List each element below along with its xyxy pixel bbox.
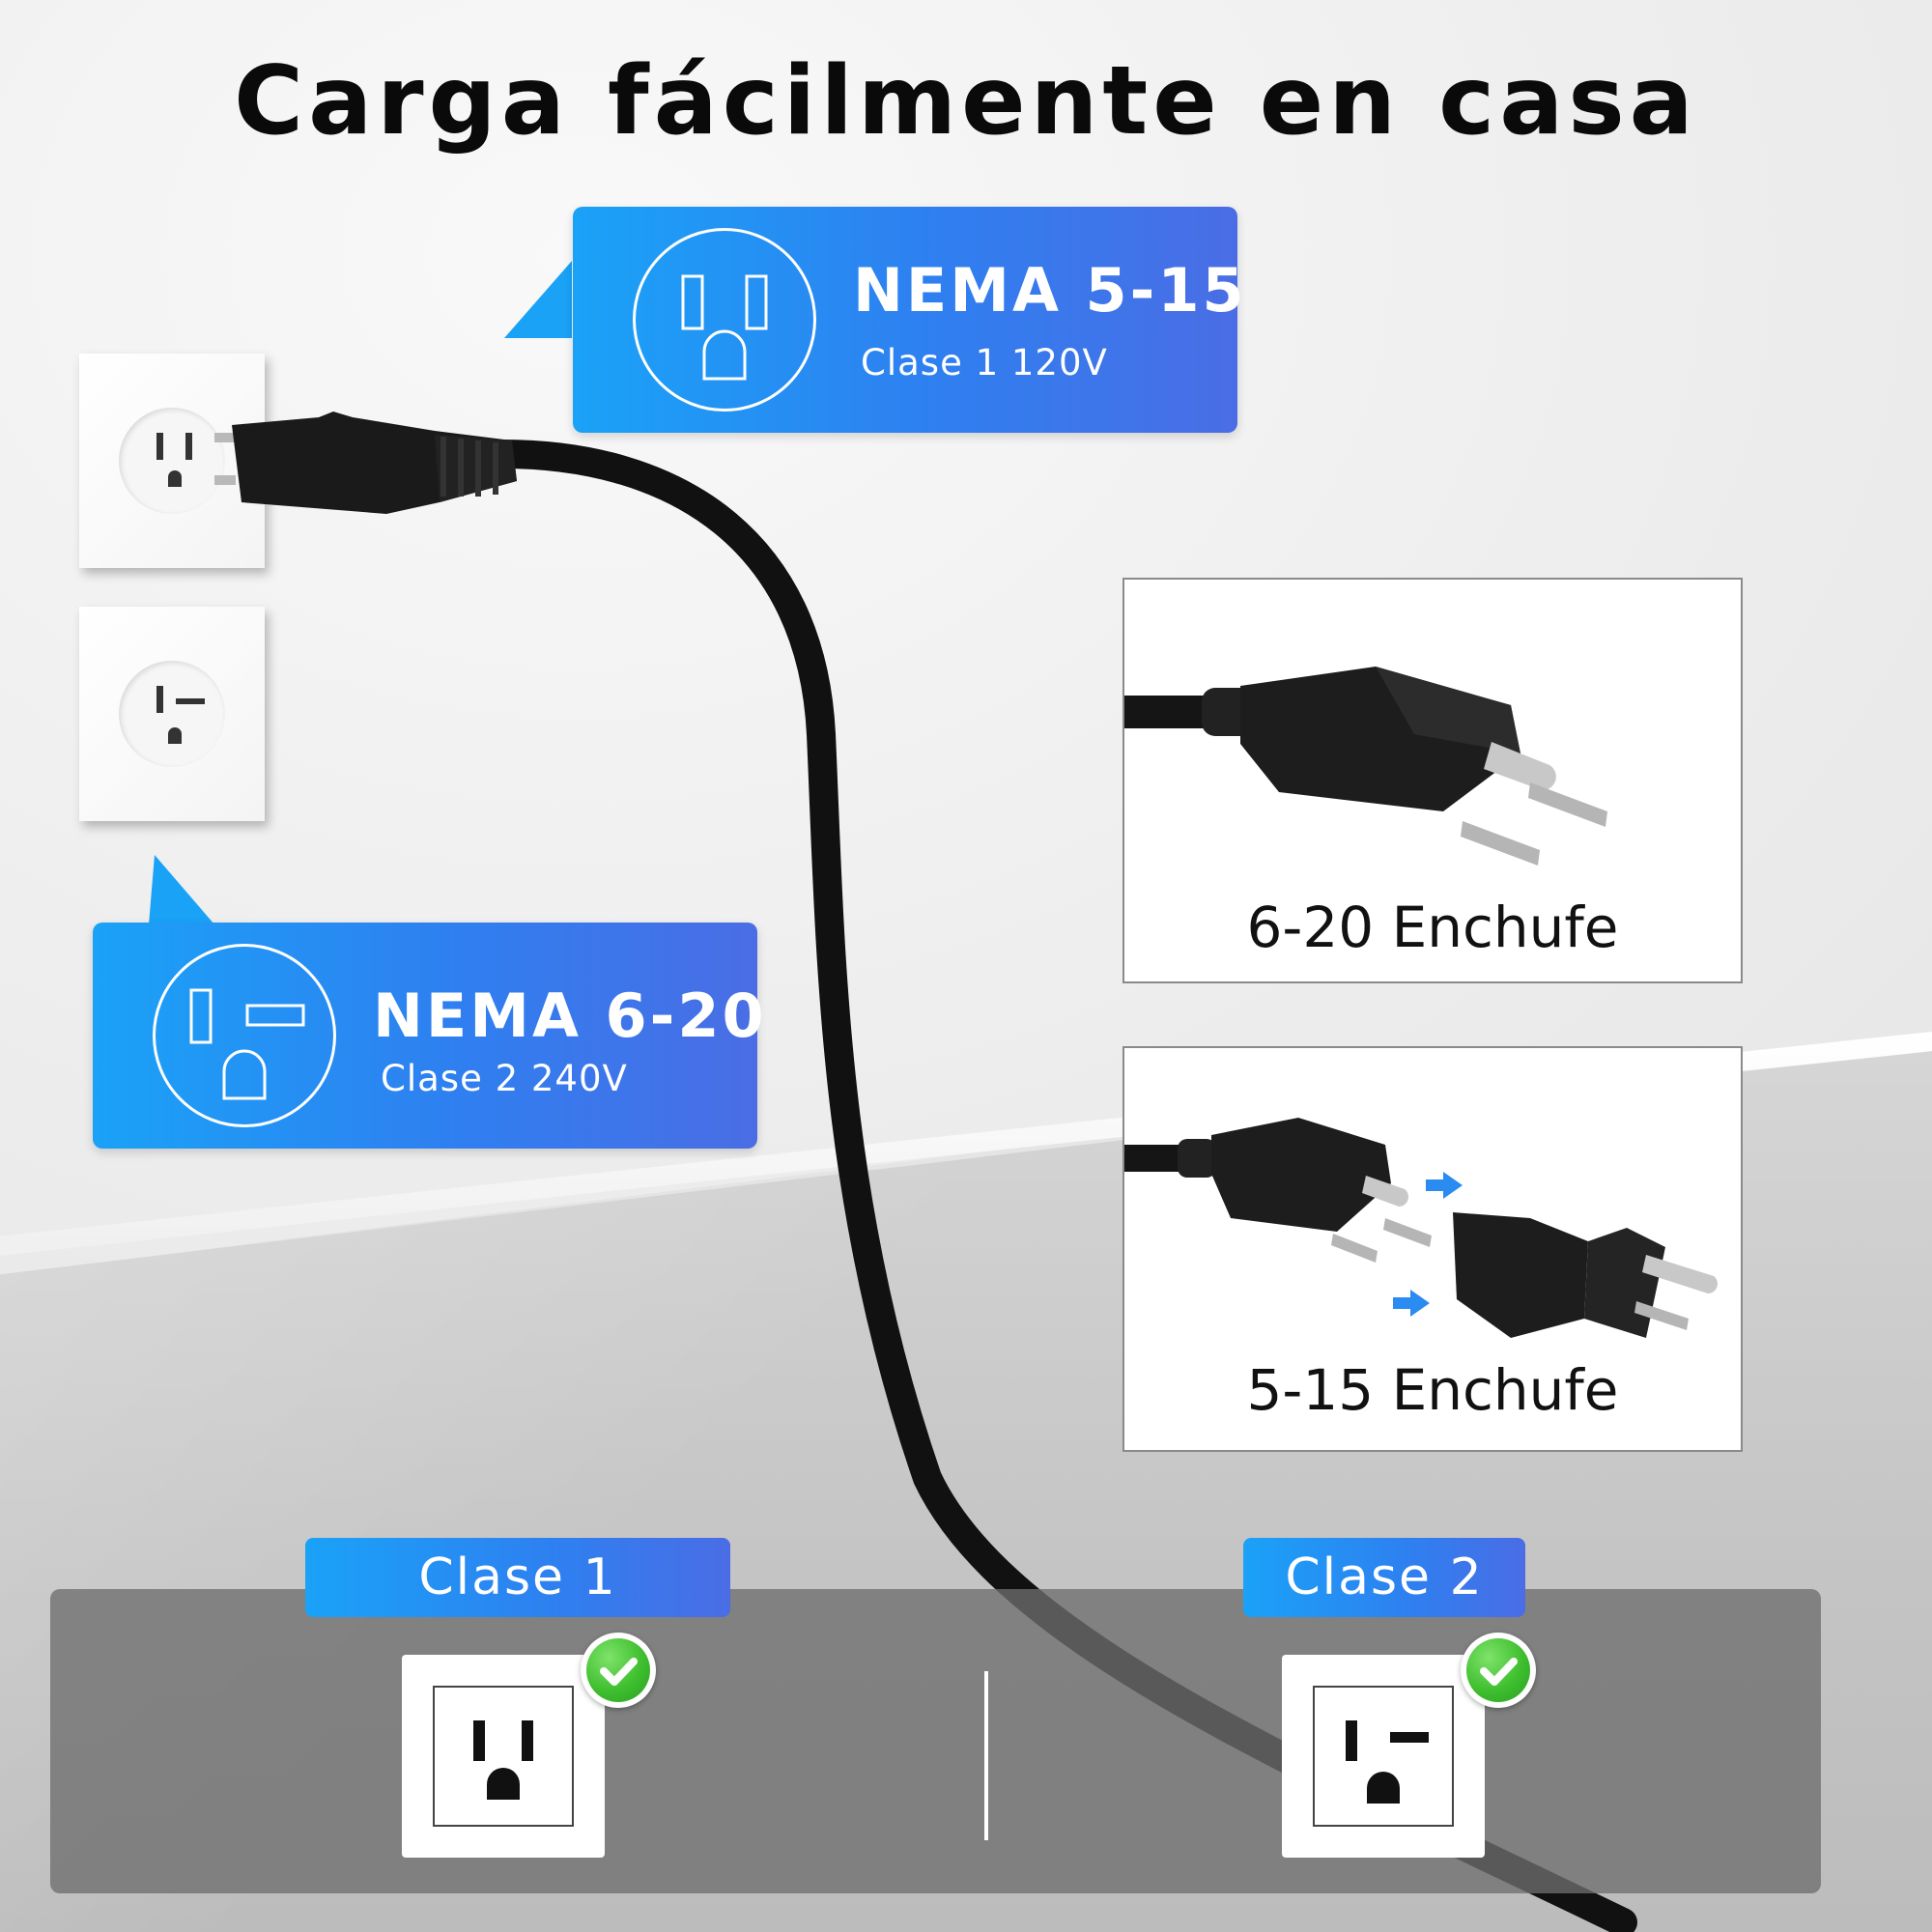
callout-nema-5-15: NEMA 5-15 Clase 1 120V — [573, 207, 1244, 433]
nema-6-20-outlet-icon — [189, 988, 305, 1100]
class-1-tag: Clase 1 — [305, 1538, 730, 1617]
callout-subtitle: Clase 2 240V — [381, 1058, 628, 1099]
callout-heading: NEMA 5-15 — [853, 255, 1247, 326]
wall-outlet-nema-6-20 — [79, 607, 265, 821]
check-icon — [1461, 1633, 1536, 1708]
callout-nema-6-20: NEMA 6-20 Clase 2 240V — [93, 923, 764, 1149]
photo-card-6-20: 6-20 Enchufe — [1122, 578, 1743, 983]
check-icon — [581, 1633, 656, 1708]
nema-5-15-adapter-photo — [1124, 1118, 1718, 1338]
photo-caption: 5-15 Enchufe — [1246, 1357, 1619, 1423]
nema-5-15-outlet-icon — [681, 274, 768, 381]
compatibility-panel — [50, 1589, 1821, 1893]
nema-5-15-outlet-icon — [473, 1720, 533, 1800]
photo-caption: 6-20 Enchufe — [1246, 895, 1619, 960]
class-1-socket — [402, 1655, 605, 1858]
panel-divider — [984, 1671, 988, 1840]
class-2-tag: Clase 2 — [1243, 1538, 1525, 1617]
callout-tail — [504, 261, 572, 338]
photo-card-5-15: 5-15 Enchufe — [1122, 1046, 1743, 1452]
nema-6-20-plug-photo — [1124, 667, 1607, 866]
nema-5-15-outlet-icon — [156, 433, 192, 487]
nema-6-20-outlet-icon — [1346, 1720, 1429, 1804]
callout-heading: NEMA 6-20 — [373, 980, 767, 1051]
nema-6-20-outlet-icon — [156, 686, 205, 744]
callout-tail — [149, 855, 214, 924]
class-2-socket — [1282, 1655, 1485, 1858]
callout-subtitle: Clase 1 120V — [861, 342, 1108, 384]
wall-outlet-nema-5-15 — [79, 354, 265, 568]
page-title: Carga fácilmente en casa — [234, 46, 1698, 156]
